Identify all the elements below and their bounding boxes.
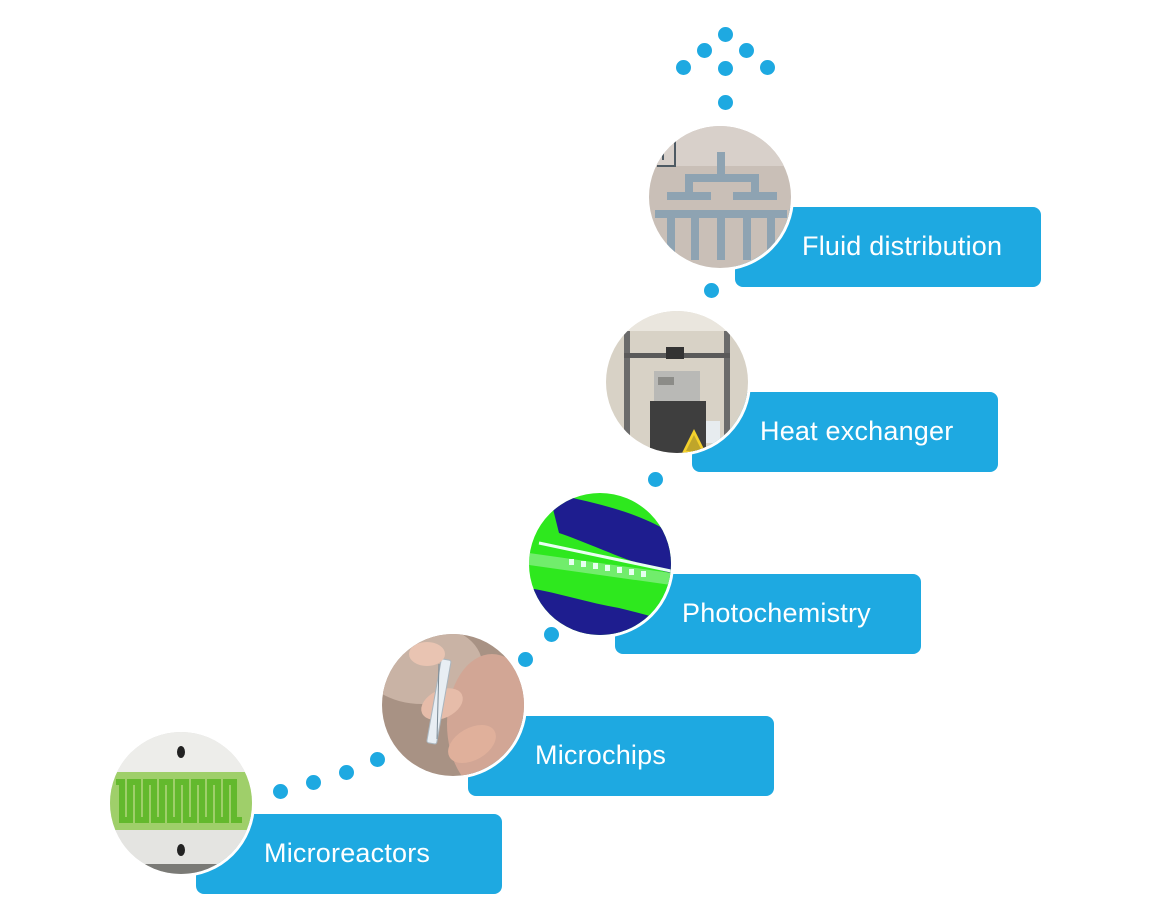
- fluorescent-flow-photo-icon: [526, 490, 674, 638]
- connector-dot: [370, 752, 385, 767]
- step-label: Photochemistry: [682, 598, 871, 628]
- connector-dot: [544, 627, 559, 642]
- arrow-dot: [760, 60, 775, 75]
- step-label: Fluid distribution: [802, 231, 1003, 261]
- microchip-in-hand-photo-icon: [379, 631, 527, 779]
- arrow-dot: [697, 43, 712, 58]
- step-label: Microreactors: [264, 838, 431, 868]
- connector-dot: [518, 652, 533, 667]
- step-label: Heat exchanger: [760, 416, 954, 446]
- connector-dot: [704, 283, 719, 298]
- connector-dot: [648, 472, 663, 487]
- serpentine-reactor-photo-icon: [107, 729, 255, 877]
- connector-dot: [306, 775, 321, 790]
- arrow-dot: [676, 60, 691, 75]
- step-label: Microchips: [535, 740, 667, 770]
- arrow-dot: [739, 43, 754, 58]
- manifold-pipes-photo-icon: [646, 123, 794, 271]
- arrow-dot: [718, 27, 733, 42]
- connector-dot: [273, 784, 288, 799]
- heat-exchanger-rig-photo-icon: [603, 308, 751, 456]
- arrow-dot: [718, 95, 733, 110]
- connector-dot: [339, 765, 354, 780]
- arrow-dot: [718, 61, 733, 76]
